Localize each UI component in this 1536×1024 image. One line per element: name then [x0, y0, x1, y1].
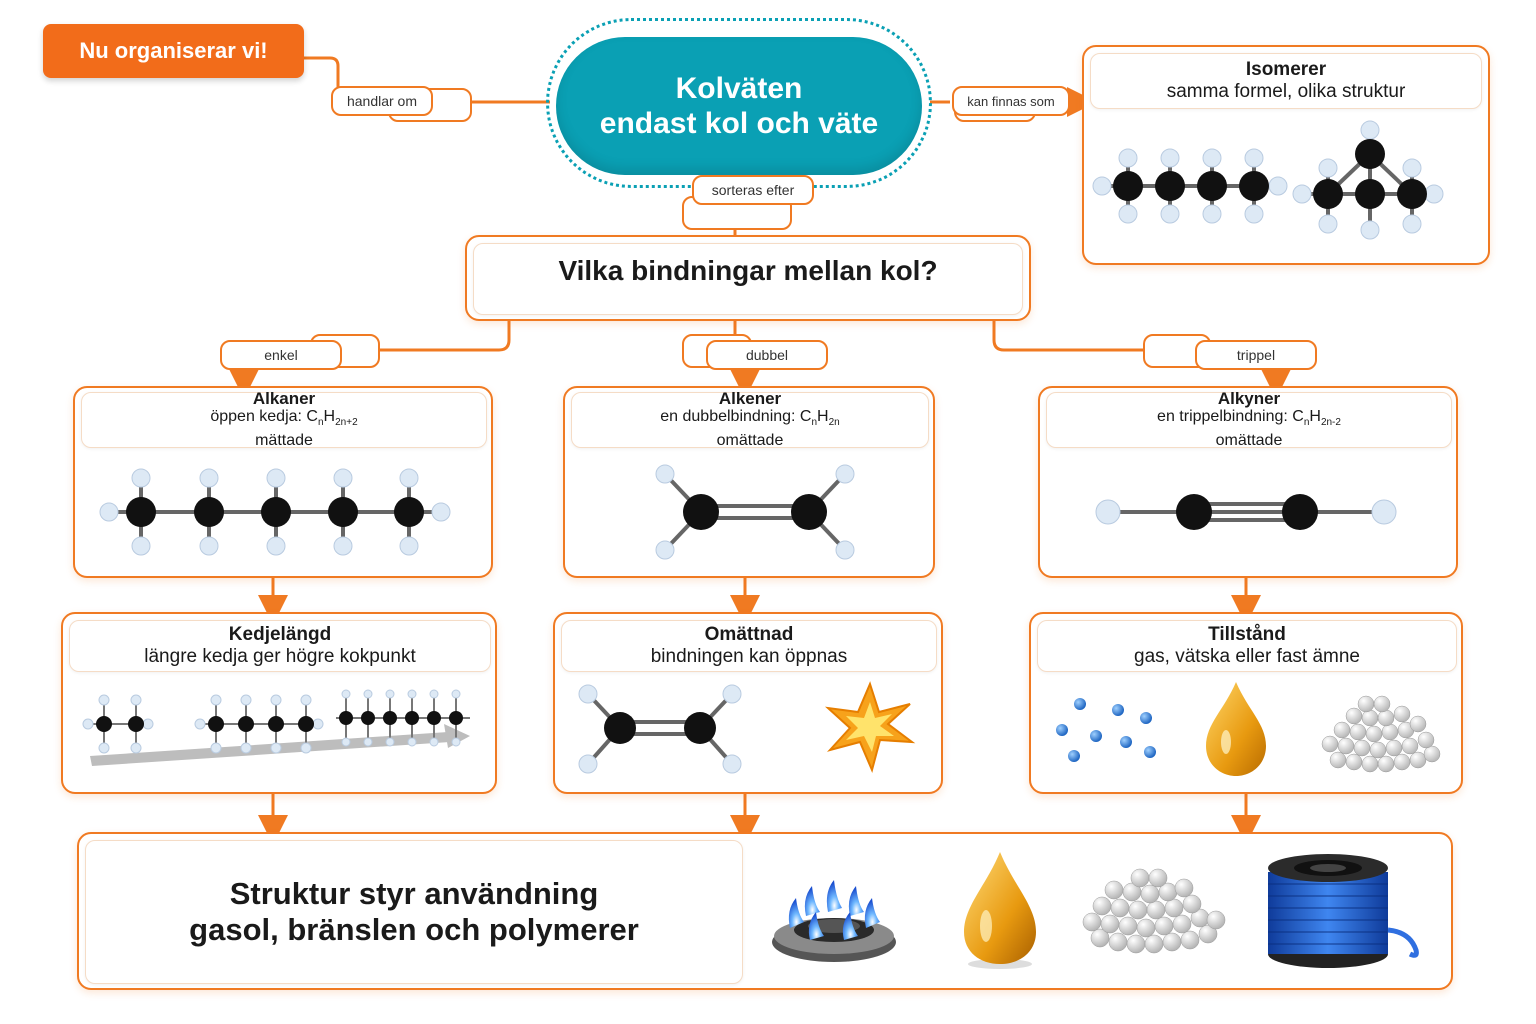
solid-pellets-icon	[1321, 695, 1441, 773]
card-title: Alkyner	[1217, 388, 1281, 408]
card-title: Omättnad	[704, 624, 794, 645]
alkene-molecule-illustration	[655, 464, 855, 560]
polymer-cable-spool-icon	[1268, 854, 1419, 968]
card-alkener: Alkener en dubbelbindning: CnH2n omättad…	[563, 386, 935, 578]
unsaturation-illustration	[578, 681, 916, 774]
edge-label-enkel: enkel	[220, 340, 342, 370]
root-title: Kolväten	[675, 72, 803, 105]
card-omattnad: Omättnad bindningen kan öppnas	[553, 612, 943, 794]
card-description: gas, vätska eller fast ämne	[1134, 646, 1360, 667]
card-description: längre kedja ger högre kokpunkt	[144, 646, 416, 667]
isomer-molecules-illustration	[1092, 120, 1444, 240]
polymer-pellets-icon	[1082, 868, 1226, 954]
edge-label-sorteras-efter: sorteras efter	[692, 175, 814, 205]
chain-length-illustration	[82, 689, 470, 766]
edge-label-dubbel: dubbel	[706, 340, 828, 370]
alkyne-molecule-illustration	[1095, 494, 1397, 530]
states-of-matter-illustration	[1056, 682, 1441, 776]
card-title: Tillstånd	[1208, 624, 1286, 645]
question-title: Vilka bindningar mellan kol?	[558, 255, 938, 286]
card-question: Vilka bindningar mellan kol?	[465, 235, 1031, 321]
card-description: samma formel, olika struktur	[1166, 81, 1406, 102]
card-title: Alkaner	[252, 388, 316, 408]
bottom-line-2: gasol, bränslen och polymerer	[189, 912, 639, 947]
card-header: Kedjelängd längre kedja ger högre kokpun…	[69, 620, 491, 672]
card-header: Tillstånd gas, vätska eller fast ämne	[1037, 620, 1457, 672]
badge-nu-organiserar-vi: Nu organiserar vi!	[43, 24, 304, 78]
card-title: Kedjelängd	[228, 624, 332, 645]
card-header: Isomerer samma formel, olika struktur	[1090, 53, 1482, 109]
bottom-line-1: Struktur styr användning	[229, 876, 599, 911]
card-header: Alkener en dubbelbindning: CnH2n omättad…	[571, 388, 929, 450]
root-node-kolvaten: Kolväten endast kol och väte	[556, 37, 922, 175]
card-title: Isomerer	[1245, 59, 1327, 80]
root-subtitle: endast kol och väte	[599, 107, 879, 140]
card-formula: öppen kedja: CnH2n+2	[210, 407, 358, 429]
card-alkyner: Alkyner en trippelbindning: CnH2n-2 omät…	[1038, 386, 1458, 578]
alkane-molecule-illustration	[99, 468, 451, 556]
card-description: omättade	[1215, 432, 1283, 450]
edge-label-handlar-om: handlar om	[331, 86, 433, 116]
card-header: Alkyner en trippelbindning: CnH2n-2 omät…	[1046, 388, 1452, 450]
gas-icon	[1056, 698, 1156, 762]
gas-burner-icon	[772, 880, 896, 962]
card-description: bindningen kan öppnas	[650, 646, 848, 667]
fuel-drop-icon	[964, 852, 1036, 969]
liquid-drop-icon	[1206, 682, 1266, 776]
edge-label-trippel: trippel	[1195, 340, 1317, 370]
card-header: Struktur styr användning gasol, bränslen…	[85, 840, 743, 984]
card-title: Alkener	[718, 388, 782, 408]
card-struktur-styr-anvandning: Struktur styr användning gasol, bränslen…	[77, 832, 1453, 990]
card-isomerer: Isomerer samma formel, olika struktur	[1082, 45, 1490, 265]
card-header: Alkaner öppen kedja: CnH2n+2 mättade	[81, 388, 487, 450]
card-description: mättade	[255, 432, 313, 450]
card-header: Omättnad bindningen kan öppnas	[561, 620, 937, 672]
edge-label-kan-finnas-som: kan finnas som	[952, 86, 1070, 116]
card-formula: en dubbelbindning: CnH2n	[660, 407, 840, 429]
applications-illustration	[772, 852, 1419, 969]
card-header: Vilka bindningar mellan kol?	[473, 243, 1023, 315]
card-formula: en trippelbindning: CnH2n-2	[1157, 407, 1341, 429]
card-description: omättade	[716, 432, 784, 450]
